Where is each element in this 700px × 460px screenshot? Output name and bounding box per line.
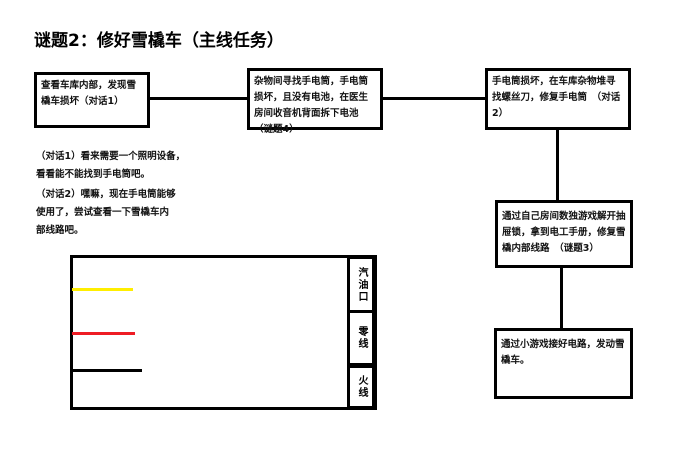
terminal-neutral[interactable]: 零线: [350, 313, 372, 363]
black-wire[interactable]: [72, 369, 142, 372]
connector-1-2: [149, 97, 248, 100]
terminal-fuel-port[interactable]: 汽油口: [350, 259, 372, 310]
step-box-3: 手电筒损坏，在车库杂物堆寻找螺丝刀，修复手电筒 （对话2）: [485, 68, 631, 130]
connector-3-4: [556, 129, 559, 201]
dialogue-2: （对话2）嘿嘛，现在手电筒能够使用了，尝试查看一下雪橇车内部线路吧。: [36, 189, 176, 236]
step-box-2: 杂物间寻找手电筒，手电筒损坏，且没有电池，在医生房间收音机背面拆下电池（谜题4）: [247, 68, 383, 135]
step-box-4: 通过自己房间数独游戏解开抽屉锁，拿到电工手册，修复雪橇内部线路 （谜题3）: [495, 200, 633, 268]
step-box-1: 查看车库内部，发现雪橇车损坏（对话1）: [34, 72, 150, 128]
terminal-column: 汽油口 零线 火线: [347, 255, 377, 410]
step-box-5: 通过小游戏接好电路，发动雪橇车。: [494, 328, 633, 399]
dialogue-1: （对话1）看来需要一个照明设备，看看能不能找到手电筒吧。: [36, 151, 186, 180]
connector-4-5: [560, 267, 563, 329]
connector-2-3: [382, 97, 486, 100]
red-wire[interactable]: [72, 332, 135, 335]
yellow-wire[interactable]: [72, 288, 133, 291]
page-title: 谜题2：修好雪橇车（主线任务）: [34, 31, 284, 51]
terminal-live[interactable]: 火线: [350, 368, 372, 406]
